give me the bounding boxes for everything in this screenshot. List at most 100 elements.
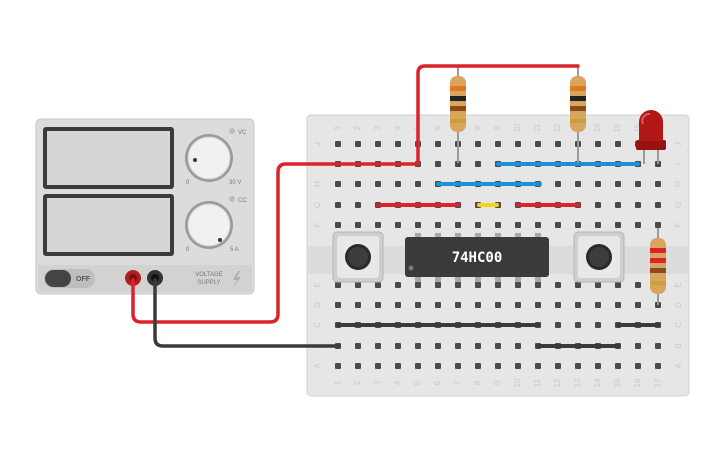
breadboard-hole[interactable] xyxy=(635,181,641,187)
breadboard-hole[interactable] xyxy=(415,282,421,288)
breadboard-hole[interactable] xyxy=(395,302,401,308)
breadboard-hole[interactable] xyxy=(475,222,481,228)
current-knob[interactable] xyxy=(185,201,233,249)
breadboard-hole[interactable] xyxy=(635,363,641,369)
breadboard-hole[interactable] xyxy=(355,181,361,187)
breadboard-hole[interactable] xyxy=(475,161,481,167)
breadboard-hole[interactable] xyxy=(555,282,561,288)
breadboard-hole[interactable] xyxy=(555,322,561,328)
breadboard-hole[interactable] xyxy=(415,302,421,308)
breadboard-hole[interactable] xyxy=(615,282,621,288)
breadboard-hole[interactable] xyxy=(515,141,521,147)
breadboard-hole[interactable] xyxy=(415,222,421,228)
breadboard-hole[interactable] xyxy=(635,222,641,228)
breadboard-hole[interactable] xyxy=(515,302,521,308)
breadboard-hole[interactable] xyxy=(455,282,461,288)
breadboard-hole[interactable] xyxy=(595,141,601,147)
breadboard-hole[interactable] xyxy=(455,161,461,167)
breadboard-hole[interactable] xyxy=(355,302,361,308)
breadboard-hole[interactable] xyxy=(335,302,341,308)
resistor-left[interactable] xyxy=(450,66,466,163)
positive-terminal[interactable] xyxy=(125,270,141,286)
breadboard-hole[interactable] xyxy=(335,141,341,147)
breadboard-hole[interactable] xyxy=(455,302,461,308)
breadboard-hole[interactable] xyxy=(435,282,441,288)
breadboard-hole[interactable] xyxy=(635,343,641,349)
breadboard-hole[interactable] xyxy=(495,282,501,288)
red-wire-top[interactable] xyxy=(416,64,580,165)
breadboard-hole[interactable] xyxy=(575,363,581,369)
breadboard-hole[interactable] xyxy=(515,282,521,288)
breadboard-hole[interactable] xyxy=(655,202,661,208)
breadboard-hole[interactable] xyxy=(375,343,381,349)
breadboard-hole[interactable] xyxy=(555,181,561,187)
breadboard-hole[interactable] xyxy=(555,363,561,369)
breadboard-hole[interactable] xyxy=(415,363,421,369)
breadboard-hole[interactable] xyxy=(395,363,401,369)
breadboard-hole[interactable] xyxy=(575,222,581,228)
red-power-wire[interactable] xyxy=(131,162,420,324)
breadboard-hole[interactable] xyxy=(395,141,401,147)
breadboard-hole[interactable] xyxy=(395,343,401,349)
breadboard-hole[interactable] xyxy=(615,222,621,228)
power-switch[interactable]: OFF xyxy=(44,269,95,288)
breadboard-hole[interactable] xyxy=(515,363,521,369)
breadboard-hole[interactable] xyxy=(395,181,401,187)
breadboard-hole[interactable] xyxy=(655,181,661,187)
black-ground-wire[interactable] xyxy=(153,278,340,348)
breadboard-hole[interactable] xyxy=(575,282,581,288)
breadboard-hole[interactable] xyxy=(495,363,501,369)
breadboard-hole[interactable] xyxy=(575,322,581,328)
breadboard-hole[interactable] xyxy=(555,141,561,147)
breadboard-hole[interactable] xyxy=(355,202,361,208)
negative-terminal[interactable] xyxy=(147,270,163,286)
breadboard-hole[interactable] xyxy=(455,343,461,349)
breadboard-hole[interactable] xyxy=(335,202,341,208)
breadboard-hole[interactable] xyxy=(355,343,361,349)
breadboard-hole[interactable] xyxy=(495,343,501,349)
breadboard-hole[interactable] xyxy=(595,302,601,308)
push-button-right[interactable] xyxy=(573,231,625,283)
breadboard-hole[interactable] xyxy=(375,302,381,308)
breadboard-hole[interactable] xyxy=(375,222,381,228)
breadboard-hole[interactable] xyxy=(335,363,341,369)
breadboard-hole[interactable] xyxy=(615,202,621,208)
breadboard-hole[interactable] xyxy=(375,181,381,187)
push-button-left[interactable] xyxy=(332,231,384,283)
breadboard-hole[interactable] xyxy=(355,222,361,228)
breadboard-hole[interactable] xyxy=(395,222,401,228)
breadboard-hole[interactable] xyxy=(635,282,641,288)
breadboard-hole[interactable] xyxy=(515,343,521,349)
breadboard-hole[interactable] xyxy=(415,181,421,187)
breadboard-hole[interactable] xyxy=(535,222,541,228)
breadboard-hole[interactable] xyxy=(595,363,601,369)
breadboard-hole[interactable] xyxy=(335,222,341,228)
breadboard-hole[interactable] xyxy=(335,282,341,288)
breadboard-hole[interactable] xyxy=(655,222,661,228)
breadboard-hole[interactable] xyxy=(595,282,601,288)
breadboard-hole[interactable] xyxy=(635,302,641,308)
breadboard-hole[interactable] xyxy=(535,141,541,147)
breadboard-hole[interactable] xyxy=(595,181,601,187)
breadboard-hole[interactable] xyxy=(515,222,521,228)
breadboard-hole[interactable] xyxy=(435,222,441,228)
ic-chip-74hc00[interactable]: 74HC00 xyxy=(405,233,549,282)
breadboard-hole[interactable] xyxy=(635,202,641,208)
breadboard-hole[interactable] xyxy=(355,282,361,288)
breadboard-hole[interactable] xyxy=(415,343,421,349)
breadboard-hole[interactable] xyxy=(615,181,621,187)
breadboard-hole[interactable] xyxy=(435,363,441,369)
breadboard-hole[interactable] xyxy=(475,343,481,349)
breadboard-hole[interactable] xyxy=(535,282,541,288)
breadboard-hole[interactable] xyxy=(435,161,441,167)
breadboard-hole[interactable] xyxy=(355,141,361,147)
breadboard-hole[interactable] xyxy=(595,322,601,328)
breadboard-hole[interactable] xyxy=(375,363,381,369)
breadboard-hole[interactable] xyxy=(495,222,501,228)
breadboard-hole[interactable] xyxy=(455,363,461,369)
breadboard-hole[interactable] xyxy=(655,343,661,349)
breadboard-hole[interactable] xyxy=(615,141,621,147)
breadboard-hole[interactable] xyxy=(575,302,581,308)
breadboard-hole[interactable] xyxy=(355,363,361,369)
breadboard-hole[interactable] xyxy=(655,363,661,369)
